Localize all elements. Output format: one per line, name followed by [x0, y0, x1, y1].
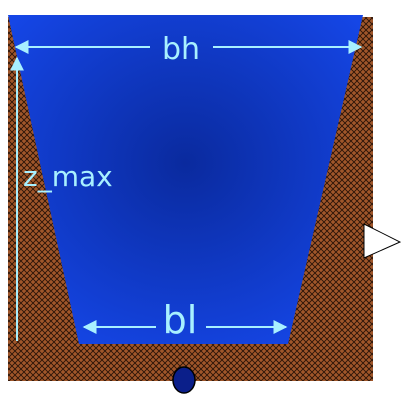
top-width-dimension: bh: [14, 32, 363, 67]
bottom-width-dimension: bl: [82, 298, 288, 342]
depth-label: z_max: [23, 160, 113, 193]
outlet-pipe-icon: [172, 366, 196, 394]
bottom-width-label: bl: [163, 298, 198, 342]
top-width-label: bh: [162, 32, 200, 67]
triangle-arrow-icon: [363, 223, 401, 259]
water-channel: [8, 15, 363, 344]
depth-dimension: z_max: [10, 56, 113, 341]
